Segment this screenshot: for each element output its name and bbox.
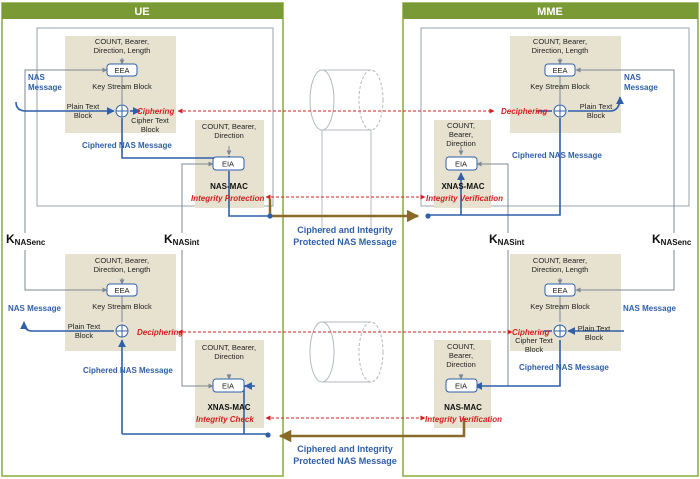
ue-eea-inputs-l1-bottom: COUNT, Bearer, <box>95 256 149 265</box>
mme-eea-inputs-l2-top: Direction, Length <box>532 46 589 55</box>
mme-ciphering-label: Ciphering <box>512 328 549 337</box>
mme-eia-inputs-l3-bottom: Direction <box>446 360 476 369</box>
ue-eia-label-bottom: EIA <box>222 382 234 391</box>
mme-key-nasenc: KNASenc <box>652 232 692 247</box>
mme-plaintext-l1-top: Plain Text <box>580 102 613 111</box>
ue-xor-top <box>115 104 129 118</box>
ue-nas-mac-top: NAS-MAC <box>210 182 248 191</box>
ue-eia-box-top <box>212 156 245 171</box>
mme-eea-box-bottom <box>544 283 576 297</box>
mme-ciphered-msg-top: Ciphered NAS Message <box>512 151 602 160</box>
mme-keystream-bottom: Key Stream Block <box>530 302 590 311</box>
ue-eea-inputs-l2-top: Direction, Length <box>94 46 151 55</box>
ue-integrity-protection-label: Integrity Protection <box>191 194 264 203</box>
mme-eea-label-bottom: EEA <box>552 286 567 295</box>
mme-ciphered-msg-bottom: Ciphered NAS Message <box>519 363 609 372</box>
operation-links <box>177 108 513 421</box>
ue-plaintext-l1-top: Plain Text <box>67 102 100 111</box>
ue-ciphertext-l1-top: Cipher Text <box>131 116 170 125</box>
ue-eia-inputs-l1-bottom: COUNT, Bearer, <box>202 343 256 352</box>
channel-cylinder-top <box>309 69 384 232</box>
ue-junction-top <box>267 213 273 219</box>
mme-eia-inputs-l2-top: Bearer, <box>449 130 473 139</box>
ue-key-nasenc: KNASenc <box>6 232 46 247</box>
ue-nas-message-l2-top: Message <box>28 83 62 92</box>
mme-eea-inputs-l1-top: COUNT, Bearer, <box>533 37 587 46</box>
mme-eia-box-bottom <box>445 378 478 393</box>
mme-plaintext-l2-bottom: Block <box>585 333 604 342</box>
mme-keystream-top: Key Stream Block <box>530 82 590 91</box>
mme-eea-inputs-l2-bottom: Direction, Length <box>532 265 589 274</box>
mme-nas-mac-bottom: NAS-MAC <box>444 403 482 412</box>
mme-eia-box-top <box>445 156 478 171</box>
ue-ciphered-msg-top: Ciphered NAS Message <box>82 141 172 150</box>
mme-eia-inputs-l2-bottom: Bearer, <box>449 351 473 360</box>
ue-junction-bottom <box>265 432 271 438</box>
mme-eea-label-top: EEA <box>552 66 567 75</box>
ue-nas-message-bottom: NAS Message <box>8 304 61 313</box>
ue-eea-label-bottom: EEA <box>114 286 129 295</box>
mme-eea-block-top <box>510 36 621 133</box>
mme-ciphertext-l2-bottom: Block <box>525 345 544 354</box>
mme-nas-message-l1-top: NAS <box>624 73 642 82</box>
mme-key-nasint: KNASint <box>489 232 525 247</box>
mme-xor-top <box>553 104 567 118</box>
channel-cylinder-bottom <box>309 321 384 383</box>
ue-plaintext-l2-bottom: Block <box>75 331 94 340</box>
ue-plaintext-l2-top: Block <box>74 111 93 120</box>
mme-xor-bottom <box>553 324 567 338</box>
mme-integrity-verification-label-bottom: Integrity Verification <box>425 415 502 424</box>
ue-xor-bottom <box>115 324 129 338</box>
mme-integrity-verification-label-top: Integrity Verification <box>426 194 503 203</box>
ue-ciphertext-l2-top: Block <box>141 125 160 134</box>
mme-eia-inputs-l1-bottom: COUNT, <box>447 342 475 351</box>
channel-label-bottom-l1: Ciphered and Integrity <box>297 444 393 454</box>
ue-title: UE <box>134 6 149 18</box>
channel-label-top-l1: Ciphered and Integrity <box>297 225 393 235</box>
message-flows <box>15 96 624 435</box>
mme-eia-inputs-l1-top: COUNT, <box>447 121 475 130</box>
mme-nas-message-l2-top: Message <box>624 83 658 92</box>
ue-eia-inputs-l2-top: Direction <box>214 131 244 140</box>
ue-eia-label-top: EIA <box>222 160 234 169</box>
mme-xnas-mac-top: XNAS-MAC <box>441 182 484 191</box>
mme-ciphertext-l1-bottom: Cipher Text <box>515 336 554 345</box>
mme-nas-message-bottom: NAS Message <box>623 304 676 313</box>
ue-eea-box-top <box>106 63 138 77</box>
ue-ciphering-frame <box>36 27 274 207</box>
mme-plaintext-l1-bottom: Plain Text <box>578 324 611 333</box>
channel-label-bottom-l2: Protected NAS Message <box>293 456 397 466</box>
ue-eia-box-bottom <box>212 378 245 393</box>
ue-key-nasint: KNASint <box>164 232 200 247</box>
mme-eea-inputs-l1-bottom: COUNT, Bearer, <box>533 256 587 265</box>
mme-deciphering-label: Deciphering <box>501 107 547 116</box>
mme-junction-top <box>425 213 431 219</box>
ue-eea-inputs-l2-bottom: Direction, Length <box>94 265 151 274</box>
ue-eia-inputs-l1-top: COUNT, Bearer, <box>202 122 256 131</box>
ue-plaintext-l1-bottom: Plain Text <box>68 322 101 331</box>
mme-ciphering-frame <box>420 27 690 207</box>
ue-ciphering-label: Ciphering <box>137 107 174 116</box>
mme-eea-block-bottom <box>510 254 621 351</box>
ue-ciphered-msg-bottom: Ciphered NAS Message <box>83 366 173 375</box>
ue-xnas-mac-bottom: XNAS-MAC <box>207 403 250 412</box>
ue-integrity-check-label: Integrity Check <box>196 415 254 424</box>
ue-keystream-bottom: Key Stream Block <box>92 302 152 311</box>
mme-title: MME <box>537 6 563 18</box>
ue-eea-box-bottom <box>106 283 138 297</box>
mme-eia-label-bottom: EIA <box>455 382 467 391</box>
ue-eia-inputs-l2-bottom: Direction <box>214 352 244 361</box>
mme-eea-box-top <box>544 63 576 77</box>
mme-eia-label-top: EIA <box>455 160 467 169</box>
ue-eea-inputs-l1-top: COUNT, Bearer, <box>95 37 149 46</box>
mme-eia-inputs-l3-top: Direction <box>446 139 476 148</box>
mme-plaintext-l2-top: Block <box>587 111 606 120</box>
ue-deciphering-label: Deciphering <box>137 328 183 337</box>
ue-nas-message-l1-top: NAS <box>28 73 46 82</box>
channel-label-top-l2: Protected NAS Message <box>293 237 397 247</box>
ue-eea-label-top: EEA <box>114 66 129 75</box>
ue-keystream-top: Key Stream Block <box>92 82 152 91</box>
